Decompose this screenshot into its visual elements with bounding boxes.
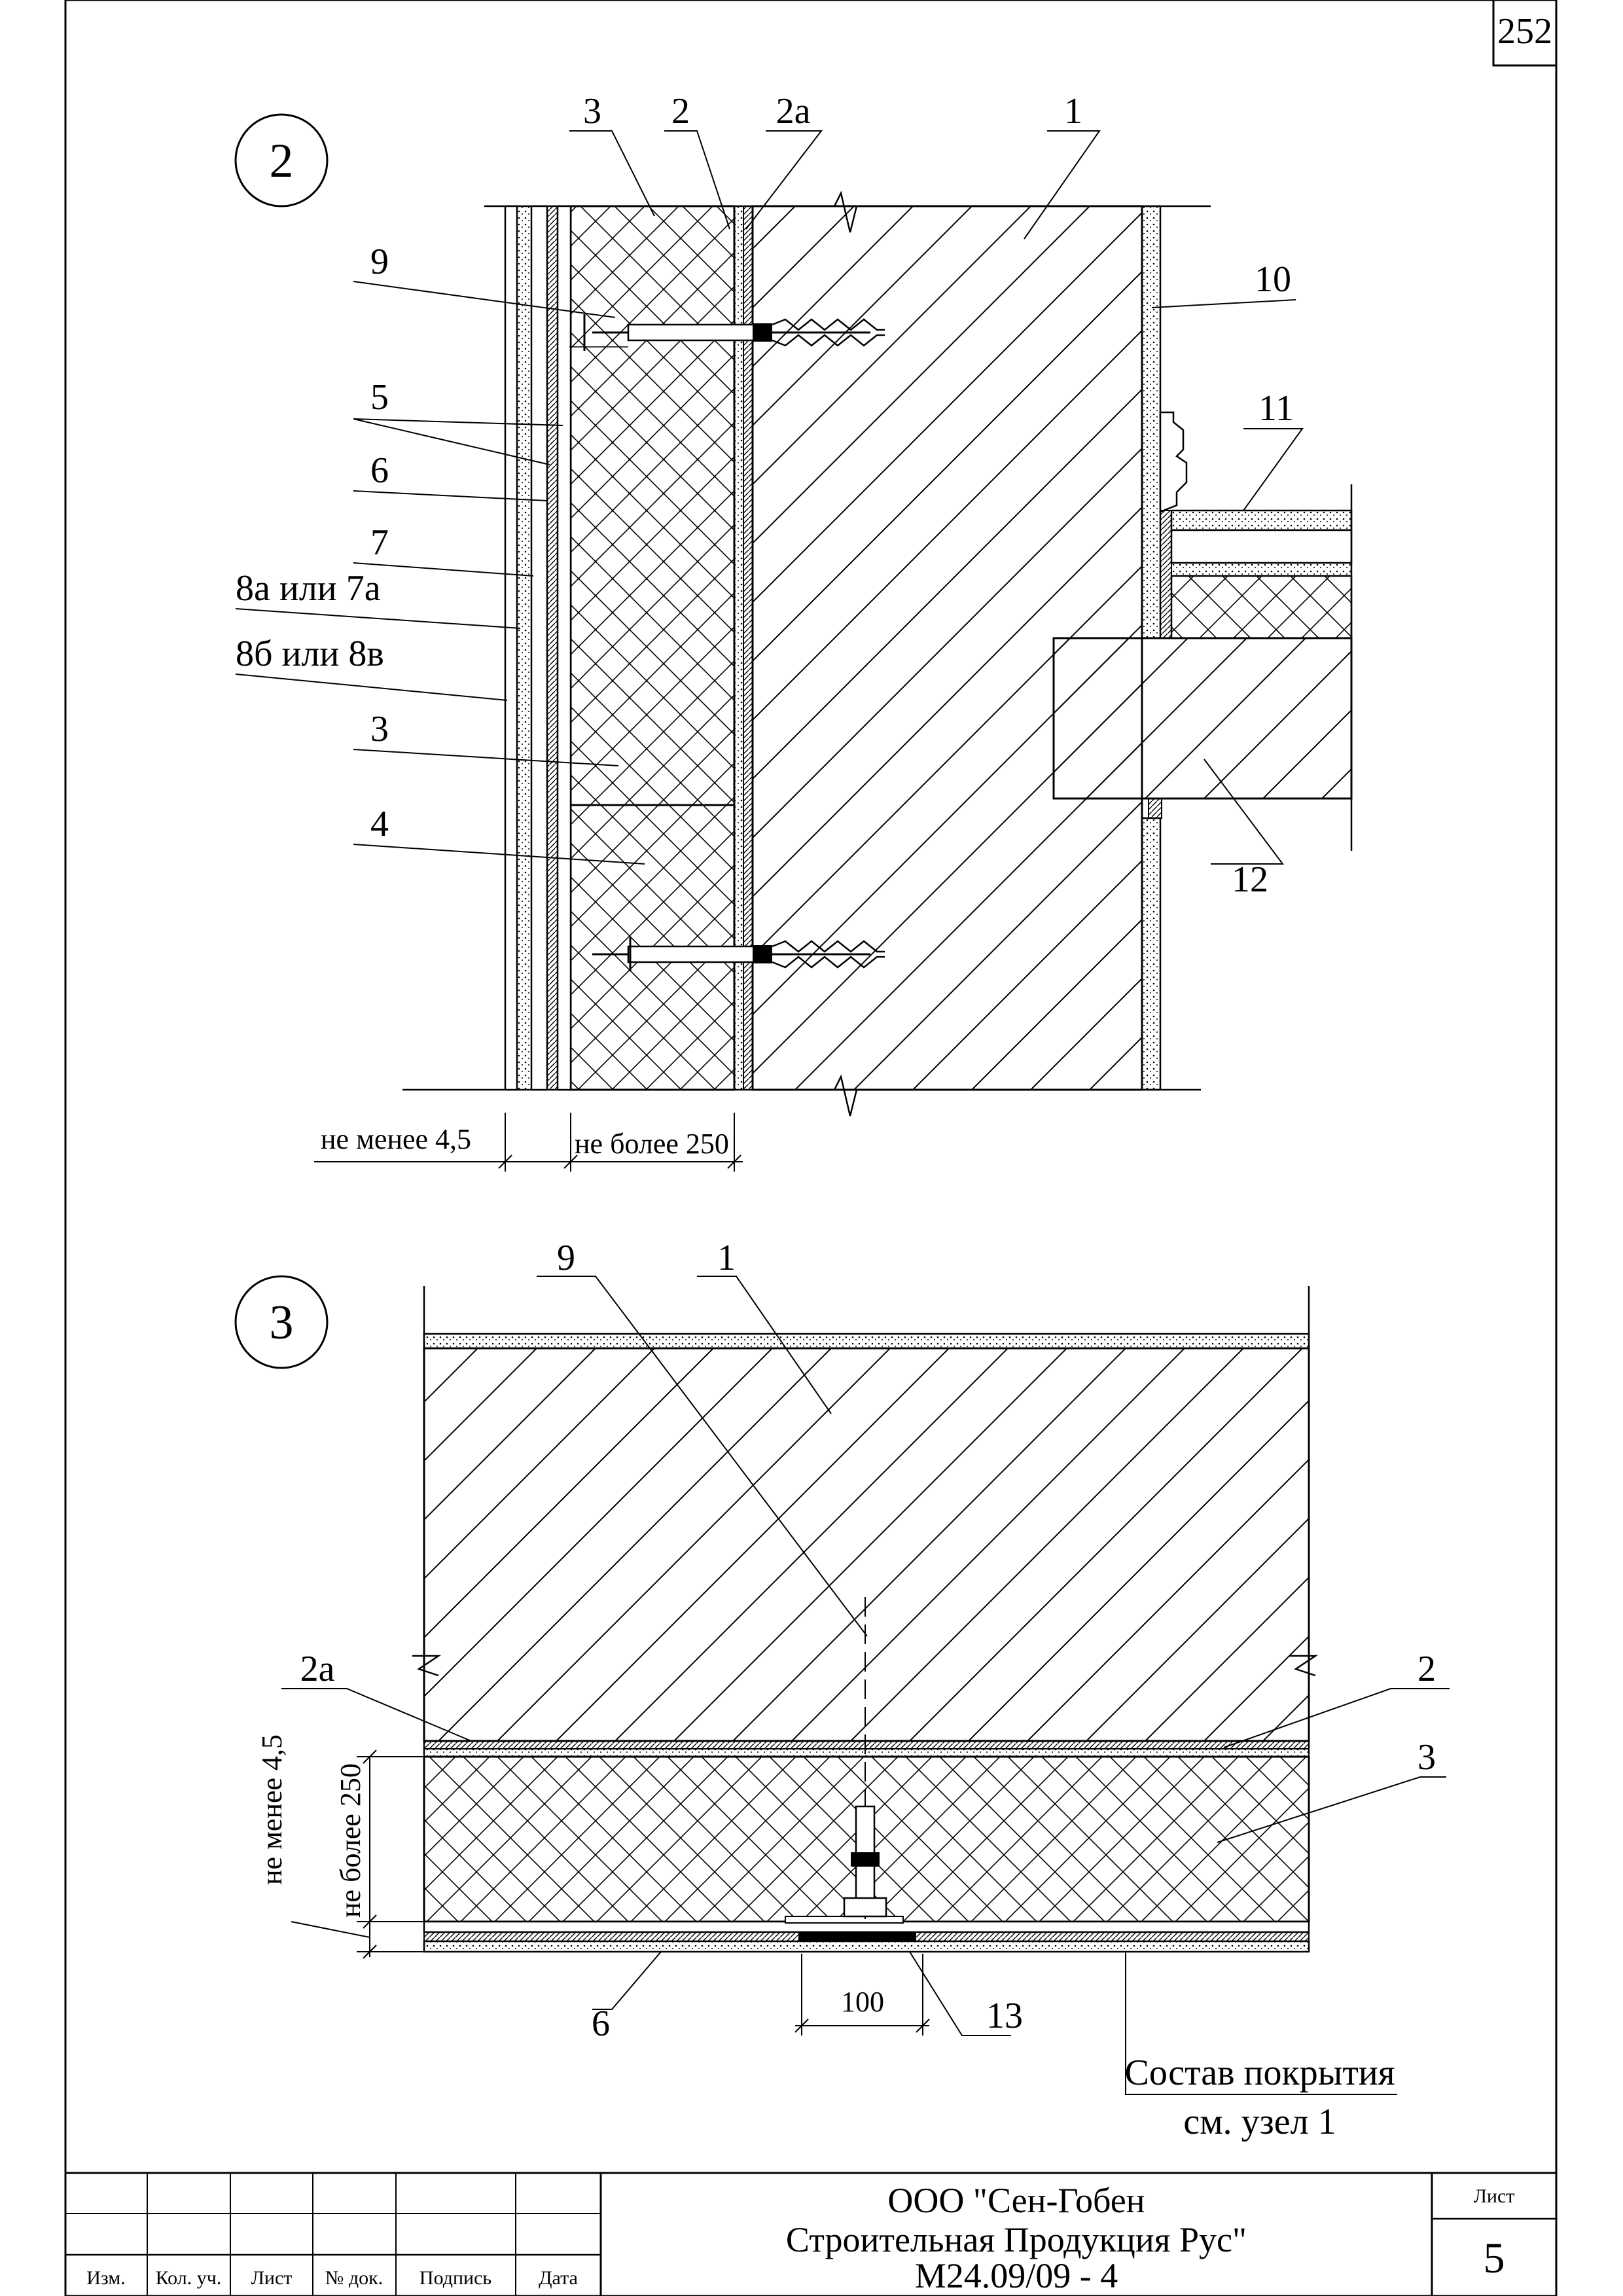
label-5: 5 (370, 377, 389, 418)
note-coating-line1: Состав покрытия (1124, 2053, 1395, 2093)
company-line-1: ООО "Сен-Гобен (887, 2181, 1145, 2220)
wall-masonry-plan (423, 1347, 1310, 1742)
label-9-plan: 9 (557, 1238, 575, 1278)
base-coat-layer (556, 205, 572, 1091)
floor-finish (1170, 509, 1353, 531)
label-3-plan: 3 (1418, 1737, 1436, 1778)
label-3-top: 3 (583, 91, 601, 132)
label-13-plan: 13 (986, 1996, 1023, 2036)
tb-header-izm: Изм. (86, 2267, 126, 2289)
node-2-leaders (235, 130, 1304, 865)
node-2-section: 2 (234, 91, 1353, 1172)
floor-insulation (1170, 575, 1353, 639)
label-3-mid: 3 (370, 709, 389, 749)
label-6-plan: 6 (592, 2003, 610, 2044)
skirting-board (1159, 411, 1188, 513)
dim-joint-100: 100 (841, 1986, 884, 2018)
finish-layer-7 (530, 205, 548, 1091)
label-1-top: 1 (1064, 91, 1082, 132)
tb-header-kol: Кол. уч. (156, 2267, 222, 2289)
label-2-plan: 2 (1418, 1649, 1436, 1689)
finish-layer-8 (516, 206, 532, 1090)
sheet-label: Лист (1474, 2185, 1515, 2207)
dim-min-4-5-plan: не менее 4,5 (256, 1734, 288, 1885)
dim-max-250: не более 250 (575, 1128, 729, 1160)
label-2-top: 2 (671, 91, 690, 132)
label-12: 12 (1232, 859, 1268, 900)
primer-layer (743, 206, 753, 1090)
mesh-layer (546, 206, 558, 1090)
node-2-circle (234, 113, 329, 207)
label-2a-plan: 2а (300, 1649, 335, 1689)
paint-layer (504, 205, 518, 1091)
tb-header-sign: Подпись (419, 2267, 491, 2289)
node-3-vertical-dimension (291, 1749, 432, 1959)
tb-header-doc: № док. (325, 2267, 383, 2289)
label-11: 11 (1258, 388, 1294, 429)
anchor-dowel-lower (592, 937, 885, 971)
insulation-upper (569, 205, 736, 806)
anchor-dowel-upper (569, 314, 885, 351)
company-line-2: Строительная Продукция Рус" (786, 2220, 1247, 2259)
corner-sheet-number: 252 (1497, 11, 1552, 52)
node-3-circle (234, 1275, 329, 1369)
anchor-dowel-plan (843, 1597, 887, 1921)
label-10: 10 (1255, 259, 1291, 300)
tb-header-list: Лист (251, 2267, 293, 2289)
page-frame: 2 5 2 (64, 0, 1558, 2296)
label-6: 6 (370, 450, 389, 491)
label-2a-top: 2а (776, 91, 811, 132)
node-3-leaders (281, 1276, 1450, 2095)
document-code: М24.09/09 - 4 (915, 2256, 1118, 2295)
inner-plaster (1141, 205, 1162, 639)
node-3-joint-dimension (794, 1954, 930, 2036)
dim-min-4-5: не менее 4,5 (321, 1123, 471, 1155)
label-8b: 8б или 8в (236, 634, 384, 674)
node-3-section: 3 (234, 1238, 1450, 2142)
label-9: 9 (370, 242, 389, 282)
note-coating-line2: см. узел 1 (1183, 2102, 1336, 2142)
concrete-slab (1052, 637, 1353, 800)
tb-header-date: Дата (539, 2267, 578, 2289)
label-1-plan: 1 (717, 1238, 736, 1278)
node-2-dimension (314, 1113, 743, 1172)
title-block: Изм. Кол. уч. Лист № док. Подпись Дата О… (64, 2172, 1558, 2296)
label-4: 4 (370, 804, 389, 844)
sheet-value: 5 (1484, 2234, 1505, 2282)
label-7: 7 (370, 522, 389, 563)
label-8a: 8а или 7а (236, 568, 381, 609)
dim-max-250-plan: не более 250 (334, 1763, 366, 1918)
node-3-number: 3 (270, 1296, 294, 1350)
floor-construction (1052, 411, 1353, 851)
node-2-number: 2 (270, 134, 294, 188)
